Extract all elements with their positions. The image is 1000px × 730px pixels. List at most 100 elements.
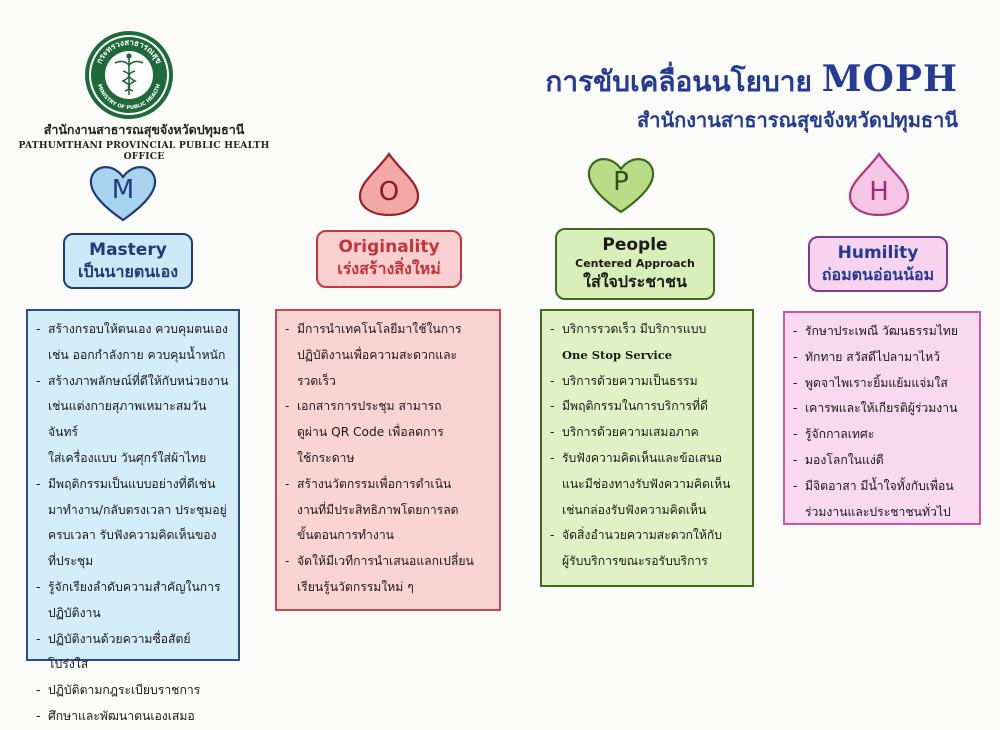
list-item-text: สร้างภาพลักษณ์ที่ดีให้กับหน่วยงาน <box>48 373 229 388</box>
heart-badge-m: M <box>89 166 157 222</box>
org-name-th: สำนักงานสาธารณสุขจังหวัดปทุมธานี <box>43 122 245 137</box>
list-item: เอกสารการประชุม สามารถ <box>285 394 491 420</box>
value-name-sub: Centered Approach <box>575 257 695 270</box>
list-item: One Stop Service <box>550 343 744 369</box>
value-detail-box-o: มีการนำเทคโนโลยีมาใช้ในการปฏิบัติงานเพื่… <box>275 309 501 611</box>
list-item-text: จัดให้มีเวทีการนำเสนอแลกเปลี่ยน <box>297 554 474 569</box>
list-item: เช่น ออกกำลังกาย ควบคุมน้ำหนัก <box>36 343 230 369</box>
detail-list: มีการนำเทคโนโลยีมาใช้ในการปฏิบัติงานเพื่… <box>285 317 491 601</box>
list-item-text: ผู้รับบริการขณะรอรับบริการ <box>562 554 708 569</box>
list-item: เคารพและให้เกียรติผู้ร่วมงาน <box>793 396 971 422</box>
list-item-text: บริการด้วยความเสมอภาค <box>562 425 699 440</box>
value-name-en: People <box>602 235 668 255</box>
list-item-text: รักษาประเพณี วัฒนธรรมไทย <box>805 324 959 338</box>
list-item: บริการด้วยความเสมอภาค <box>550 420 744 446</box>
value-pill-h: Humility ถ่อมตนอ่อนน้อม <box>808 236 948 292</box>
list-item: ทักทาย สวัสดีไปลามาไหว้ <box>793 345 971 371</box>
drop-badge-h: H <box>848 152 910 216</box>
title-prefix: การขับเคลื่อนนโยบาย <box>545 65 812 98</box>
value-detail-box-p: บริการรวดเร็ว มีบริการแบบ One Stop Servic… <box>540 309 754 587</box>
badge-letter: H <box>869 177 889 207</box>
list-item: ดูผ่าน QR Code เพื่อลดการ <box>285 420 491 446</box>
list-item: ที่ประชุม <box>36 549 230 575</box>
list-item-text: มีจิตอาสา มีน้ำใจทั้งกับเพื่อน <box>805 478 954 493</box>
list-item-text: ปฏิบัติงาน <box>48 605 101 620</box>
list-item-text: มีการนำเทคโนโลยีมาใช้ในการ <box>297 322 462 336</box>
moph-logo: กระทรวงสาธารณสุข MINISTRY OF PUBLIC HEAL… <box>85 31 173 119</box>
list-item-text: รับฟังความคิดเห็นและข้อเสนอ <box>562 450 723 465</box>
value-name-en: Mastery <box>89 240 167 260</box>
list-item-text: เอกสารการประชุม สามารถ <box>297 399 442 414</box>
list-item: ปฏิบัติงานด้วยความซื่อสัตย์โปร่งใส <box>36 627 230 679</box>
list-item: งานที่มีประสิทธิภาพโดยการลด <box>285 498 491 524</box>
list-item: ปฏิบัติงานเพื่อความสะดวกและ <box>285 343 491 369</box>
list-item: แนะมีช่องทางรับฟังความคิดเห็น <box>550 472 744 498</box>
value-name-th: ถ่อมตนอ่อนน้อม <box>821 265 935 284</box>
list-item: พูดจาไพเราะยิ้มแย้มแจ่มใส <box>793 371 971 397</box>
list-item: บริการรวดเร็ว มีบริการแบบ <box>550 317 744 343</box>
list-item-text: สร้างนวัตกรรมเพื่อการดำเนิน <box>297 476 452 491</box>
list-item: ขั้นตอนการทำงาน <box>285 523 491 549</box>
value-name-th: เป็นนายตนเอง <box>77 262 179 281</box>
badge-letter: O <box>379 177 399 207</box>
list-item-text: มีพฤติกรรมในการบริการที่ดี <box>562 399 708 414</box>
list-item: มีพฤติกรรมในการบริการที่ดี <box>550 394 744 420</box>
detail-list: บริการรวดเร็ว มีบริการแบบ One Stop Servic… <box>550 317 744 575</box>
list-item-text: ร่วมงานและประชาชนทั่วไป <box>805 504 951 519</box>
list-item-text: มาทำงาน/กลับตรงเวลา ประชุมอยู่ <box>48 502 227 517</box>
page-subtitle: สำนักงานสาธารณสุขจังหวัดปทุมธานี <box>637 108 958 132</box>
list-item: เช่นแต่งกายสุภาพเหมาะสมวันจันทร์ <box>36 394 230 446</box>
value-name-th: เร่งสร้างสิ่งใหม่ <box>337 259 441 278</box>
list-item-text: บริการรวดเร็ว มีบริการแบบ <box>562 322 707 336</box>
list-item-text: ใส่เครื่องแบบ วันศุกร์ใส่ผ้าไทย <box>48 450 207 465</box>
value-name-en: Humility <box>837 243 919 263</box>
list-item: รักษาประเพณี วัฒนธรรมไทย <box>793 319 971 345</box>
list-item-text: เช่นกล่องรับฟังความคิดเห็น <box>562 502 707 517</box>
list-item: ใส่เครื่องแบบ วันศุกร์ใส่ผ้าไทย <box>36 446 230 472</box>
list-item-text: ใช้กระดาษ <box>297 450 355 465</box>
list-item-text: รวดเร็ว <box>297 373 336 388</box>
list-item-text: งานที่มีประสิทธิภาพโดยการลด <box>297 502 459 517</box>
list-item: ครบเวลา รับฟังความคิดเห็นของ <box>36 523 230 549</box>
list-item-text: จัดสิ่งอำนวยความสะดวกให้กับ <box>562 528 723 543</box>
drop-icon <box>358 152 420 216</box>
list-item: ศึกษาและพัฒนาตนเองเสมอ <box>36 704 230 730</box>
list-item-text: ดูผ่าน QR Code เพื่อลดการ <box>297 425 444 440</box>
list-item-text: เคารพและให้เกียรติผู้ร่วมงาน <box>805 401 958 416</box>
drop-icon <box>848 152 910 216</box>
list-item: รับฟังความคิดเห็นและข้อเสนอ <box>550 446 744 472</box>
list-item-text: เช่น ออกกำลังกาย ควบคุมน้ำหนัก <box>48 347 226 362</box>
list-item-text: บริการด้วยความเป็นธรรม <box>562 373 698 388</box>
list-item: จัดสิ่งอำนวยความสะดวกให้กับ <box>550 523 744 549</box>
list-item: สร้างภาพลักษณ์ที่ดีให้กับหน่วยงาน <box>36 369 230 395</box>
list-item-text: ศึกษาและพัฒนาตนเองเสมอ <box>48 708 195 723</box>
heart-icon <box>587 158 655 214</box>
list-item-text: มองโลกในแง่ดี <box>805 452 884 467</box>
list-item-text: ปฏิบัติงานเพื่อความสะดวกและ <box>297 347 458 362</box>
list-item: สร้างนวัตกรรมเพื่อการดำเนิน <box>285 472 491 498</box>
list-item: รู้จักกาลเทศะ <box>793 422 971 448</box>
list-item: บริการด้วยความเป็นธรรม <box>550 369 744 395</box>
list-item-text: ครบเวลา รับฟังความคิดเห็นของ <box>48 528 217 543</box>
list-item-text: รู้จักกาลเทศะ <box>805 427 875 442</box>
list-item-text: รู้จักเรียงลำดับความสำคัญในการ <box>48 579 221 594</box>
heart-icon <box>89 166 157 222</box>
list-item: เช่นกล่องรับฟังความคิดเห็น <box>550 498 744 524</box>
detail-list: รักษาประเพณี วัฒนธรรมไทยทักทาย สวัสดีไปล… <box>793 319 971 525</box>
badge-letter: M <box>112 175 134 205</box>
list-item: สร้างกรอบให้ตนเอง ควบคุมตนเอง <box>36 317 230 343</box>
list-item: ใช้กระดาษ <box>285 446 491 472</box>
list-item-text: ทักทาย สวัสดีไปลามาไหว้ <box>805 349 941 364</box>
list-item-text: มีพฤติกรรมเป็นแบบอย่างที่ดีเช่น <box>48 476 216 491</box>
value-detail-box-h: รักษาประเพณี วัฒนธรรมไทยทักทาย สวัสดีไปล… <box>783 311 981 525</box>
title-brand: MOPH <box>821 58 958 100</box>
value-name-th: ใส่ใจประชาชน <box>583 272 687 291</box>
page-title: การขับเคลื่อนนโยบาย MOPH <box>545 58 958 104</box>
list-item: ปฏิบัติตามกฎระเบียบราชการ <box>36 678 230 704</box>
list-item: จัดให้มีเวทีการนำเสนอแลกเปลี่ยน <box>285 549 491 575</box>
list-item: ปฏิบัติงาน <box>36 601 230 627</box>
